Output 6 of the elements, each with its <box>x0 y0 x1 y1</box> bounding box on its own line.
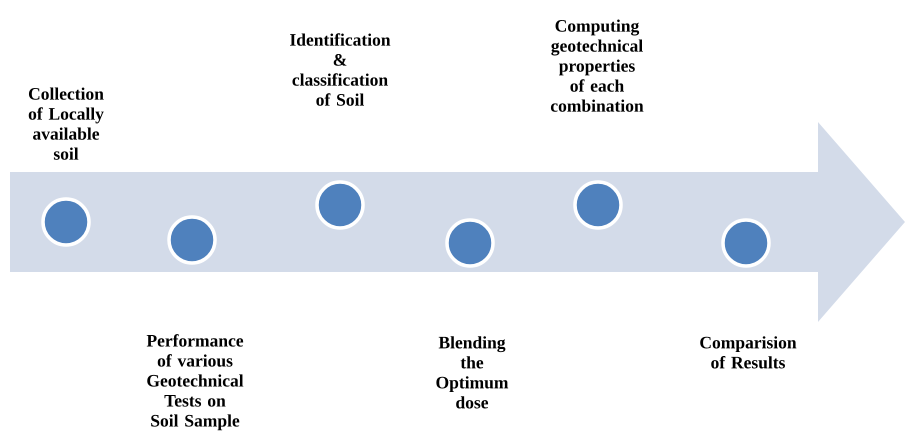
step-label: Computing geotechnical properties of each combination <box>550 19 644 112</box>
step-label: Collection of Locally available soil <box>28 87 104 160</box>
step-label: Identification & classification of Soil <box>290 33 390 106</box>
step-label: Comparision of Results <box>700 336 796 369</box>
step-label: Blending the Optimum dose <box>436 336 508 408</box>
step-label: Performance of various Geotechnical Tests on Soil Sample <box>146 334 244 430</box>
